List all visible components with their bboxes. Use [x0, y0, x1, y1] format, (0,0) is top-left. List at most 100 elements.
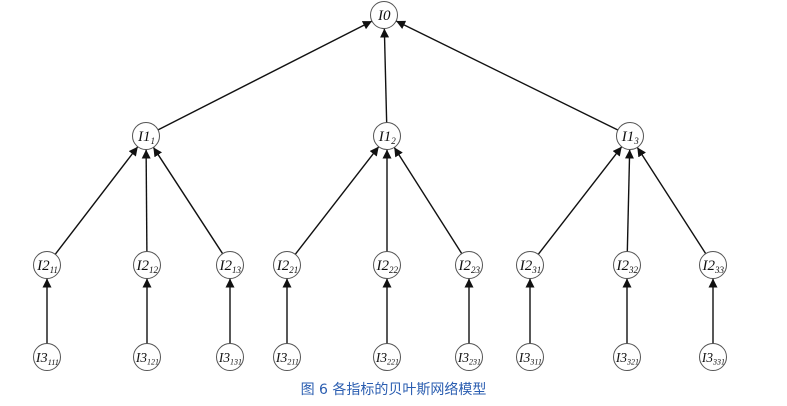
- node-label-subscript: 321: [626, 358, 639, 367]
- node-circle: [616, 122, 644, 150]
- node-label: I13: [621, 129, 640, 146]
- node-label-main: I3: [518, 350, 531, 365]
- node-circle: [216, 251, 244, 279]
- node-label: I3221: [375, 350, 399, 367]
- node-I3_321: I3321: [613, 343, 641, 371]
- node-I2_33: I233: [699, 251, 727, 279]
- node-I3_211: I3211: [273, 343, 301, 371]
- node-label: I3211: [275, 350, 299, 367]
- node-circle: [273, 251, 301, 279]
- node-label-main: I2: [276, 258, 290, 274]
- node-label-main: I2: [376, 258, 390, 274]
- node-label-subscript: 311: [529, 358, 542, 367]
- node-I3_331: I3331: [699, 343, 727, 371]
- node-label-main: I3: [218, 350, 230, 365]
- edge-I2_12-to-I1_1: [141, 149, 151, 252]
- node-label-subscript: 12: [149, 265, 159, 275]
- node-circle: [370, 1, 398, 29]
- node-I2_22: I222: [373, 251, 401, 279]
- node-label: I0: [377, 8, 391, 24]
- node-I3_221: I3221: [373, 343, 401, 371]
- node-circle: [33, 343, 61, 371]
- node-label-subscript: 22: [389, 265, 399, 275]
- node-I2_23: I223: [455, 251, 483, 279]
- node-circle: [133, 343, 161, 371]
- node-label: I12: [378, 129, 397, 146]
- edge-I1_2-to-I0: [380, 28, 390, 123]
- edge-I1_1-to-I0: [157, 20, 373, 131]
- figure-caption: 图 6 各指标的贝叶斯网络模型: [300, 382, 487, 398]
- node-I3_311: I3311: [516, 343, 544, 371]
- node-circle: [132, 122, 160, 150]
- node-label: I223: [458, 258, 481, 275]
- node-label: I3121: [135, 350, 159, 367]
- node-label-subscript: 331: [712, 358, 725, 367]
- node-label: I231: [519, 258, 542, 275]
- edges-layer: [42, 20, 718, 344]
- node-label-main: I3: [615, 350, 627, 365]
- edge-I2_32-to-I1_3: [624, 149, 634, 252]
- edge-I1_3-to-I0: [395, 20, 619, 131]
- node-label-main: I2: [219, 258, 233, 274]
- node-circle: [613, 343, 641, 371]
- node-I1_1: I11: [132, 122, 160, 150]
- node-label-subscript: 3: [633, 136, 639, 146]
- node-label: I211: [36, 258, 58, 275]
- node-label-main: I3: [35, 351, 48, 366]
- node-label: I233: [702, 258, 725, 275]
- node-I2_32: I232: [613, 251, 641, 279]
- node-label-subscript: 33: [714, 265, 725, 275]
- node-circle: [373, 122, 401, 150]
- node-I2_12: I212: [133, 251, 161, 279]
- node-circle: [613, 251, 641, 279]
- edge-I2_13-to-I1_1: [152, 146, 224, 255]
- node-circle: [373, 251, 401, 279]
- node-I2_13: I213: [216, 251, 244, 279]
- node-circle: [699, 251, 727, 279]
- node-label: I3331: [701, 350, 725, 367]
- node-label: I3111: [35, 351, 59, 367]
- node-circle: [455, 251, 483, 279]
- node-circle: [273, 343, 301, 371]
- node-label-main: I1: [137, 129, 151, 145]
- node-label-subscript: 32: [628, 265, 639, 275]
- node-label-subscript: 2: [391, 136, 396, 146]
- node-I1_3: I13: [616, 122, 644, 150]
- node-label: I3311: [518, 350, 542, 367]
- node-label-subscript: 211: [287, 358, 299, 367]
- node-I3_231: I3231: [455, 343, 483, 371]
- node-I2_21: I221: [273, 251, 301, 279]
- node-label: I3321: [615, 350, 639, 367]
- node-label-subscript: 21: [289, 265, 298, 275]
- node-label-main: I3: [375, 350, 387, 365]
- node-label-main: I3: [135, 350, 147, 365]
- node-label: I213: [219, 258, 242, 275]
- node-I3_121: I3121: [133, 343, 161, 371]
- node-label-main: I2: [702, 258, 716, 274]
- node-circle: [699, 343, 727, 371]
- node-I3_131: I3131: [216, 343, 244, 371]
- node-I2_11: I211: [33, 251, 61, 279]
- node-label: I212: [136, 258, 159, 275]
- edge-I2_31-to-I1_3: [537, 146, 623, 255]
- node-label: I11: [137, 129, 155, 146]
- node-label: I232: [616, 258, 639, 275]
- node-I3_111: I3111: [33, 343, 61, 371]
- node-label-main: I2: [36, 258, 50, 274]
- node-label-subscript: 131: [230, 358, 242, 367]
- edge-I2_33-to-I1_3: [636, 146, 707, 255]
- node-I2_31: I231: [516, 251, 544, 279]
- node-label-main: I0: [377, 8, 391, 24]
- node-circle: [33, 251, 61, 279]
- node-circle: [516, 251, 544, 279]
- edge-I2_11-to-I1_1: [54, 146, 139, 255]
- edge-I2_23-to-I1_2: [393, 147, 463, 254]
- node-circle: [216, 343, 244, 371]
- node-circle: [516, 343, 544, 371]
- node-I0: I0: [370, 1, 398, 29]
- node-label-main: I1: [378, 129, 392, 145]
- node-label-main: I3: [275, 350, 288, 365]
- node-label: I3131: [218, 350, 242, 367]
